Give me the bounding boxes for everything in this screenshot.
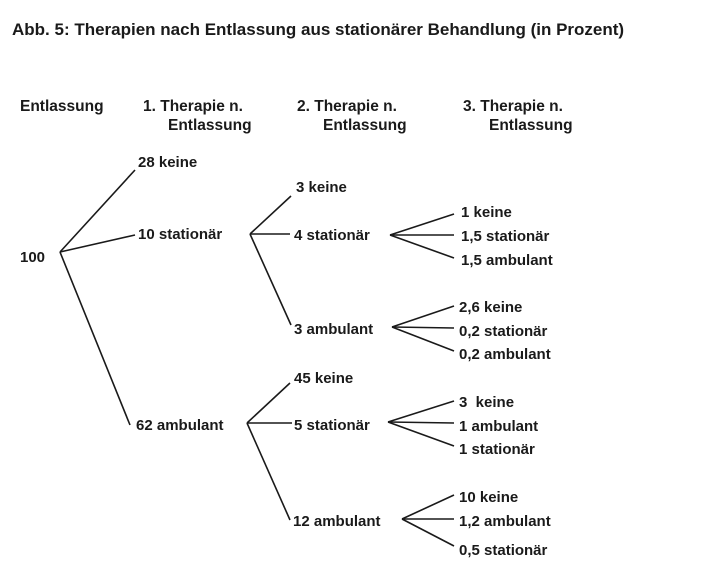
header-therapie-1-line2: Entlassung bbox=[168, 117, 252, 134]
node-l1-keine: 28 keine bbox=[138, 154, 197, 171]
node-root: 100 bbox=[20, 249, 45, 266]
node-as-keine: 3 keine bbox=[459, 394, 514, 411]
node-ss-stationaer: 1,5 stationär bbox=[461, 228, 550, 245]
tree-edges bbox=[59, 169, 455, 547]
header-therapie-3-line2: Entlassung bbox=[489, 117, 573, 134]
edge-a-ambulant bbox=[246, 422, 291, 521]
edge-root-stationaer bbox=[59, 234, 136, 253]
node-ss-ambulant: 1,5 ambulant bbox=[461, 252, 553, 269]
edge-sa-keine bbox=[391, 305, 455, 328]
tree-nodes: 100 28 keine 10 stationär 62 ambulant 3 … bbox=[20, 154, 553, 559]
node-aa-stationaer: 0,5 stationär bbox=[459, 542, 548, 559]
edge-aa-stationaer bbox=[401, 518, 455, 547]
edge-root-keine bbox=[59, 169, 136, 253]
node-s-stationaer: 4 stationär bbox=[294, 227, 370, 244]
node-as-stationaer: 1 stationär bbox=[459, 441, 535, 458]
edge-as-ambulant bbox=[387, 421, 455, 424]
node-aa-keine: 10 keine bbox=[459, 489, 518, 506]
edge-s-keine bbox=[249, 195, 292, 235]
header-therapie-2-line1: 2. Therapie n. bbox=[297, 98, 397, 115]
edge-a-keine bbox=[246, 382, 291, 424]
column-headers: Entlassung 1. Therapie n. Entlassung 2. … bbox=[20, 98, 573, 134]
edge-ss-keine bbox=[389, 213, 455, 236]
edge-as-stationaer bbox=[387, 421, 455, 447]
header-therapie-2-line2: Entlassung bbox=[323, 117, 407, 134]
edge-aa-keine bbox=[401, 494, 455, 520]
edge-as-keine bbox=[387, 400, 455, 423]
header-therapie-3-line1: 3. Therapie n. bbox=[463, 98, 563, 115]
node-a-stationaer: 5 stationär bbox=[294, 417, 370, 434]
edge-s-ambulant bbox=[249, 233, 292, 326]
node-s-ambulant: 3 ambulant bbox=[294, 321, 373, 338]
edge-root-ambulant bbox=[59, 251, 131, 426]
edge-sa-stationaer bbox=[391, 326, 455, 329]
node-sa-keine: 2,6 keine bbox=[459, 299, 522, 316]
node-ss-keine: 1 keine bbox=[461, 204, 512, 221]
header-entlassung: Entlassung bbox=[20, 98, 104, 115]
node-a-keine: 45 keine bbox=[294, 370, 353, 387]
node-aa-ambulant: 1,2 ambulant bbox=[459, 513, 551, 530]
node-l1-ambulant: 62 ambulant bbox=[136, 417, 224, 434]
edge-ss-ambulant bbox=[389, 234, 455, 259]
node-l1-stationaer: 10 stationär bbox=[138, 226, 222, 243]
node-sa-stationaer: 0,2 stationär bbox=[459, 323, 548, 340]
figure-title: Abb. 5: Therapien nach Entlassung aus st… bbox=[12, 20, 624, 39]
node-sa-ambulant: 0,2 ambulant bbox=[459, 346, 551, 363]
node-as-ambulant: 1 ambulant bbox=[459, 418, 538, 435]
edge-sa-ambulant bbox=[391, 326, 455, 352]
header-therapie-1-line1: 1. Therapie n. bbox=[143, 98, 243, 115]
node-a-ambulant: 12 ambulant bbox=[293, 513, 381, 530]
node-s-keine: 3 keine bbox=[296, 179, 347, 196]
